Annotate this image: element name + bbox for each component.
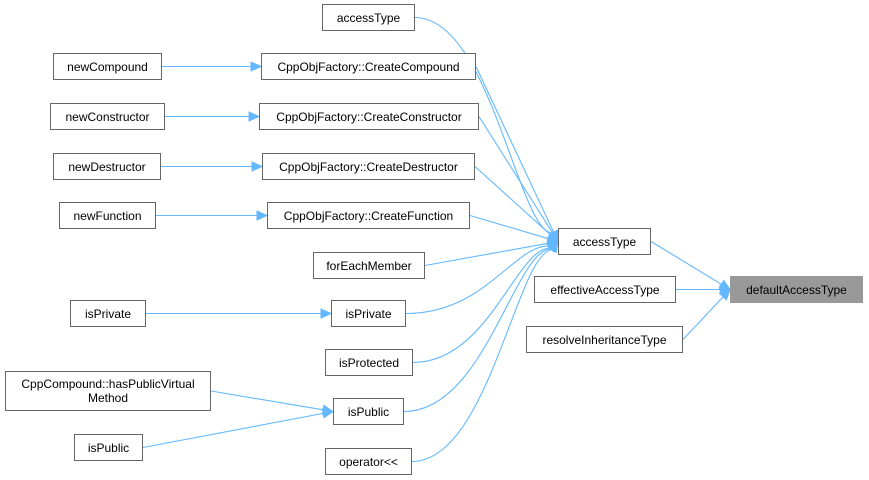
edge-create_constructor-to-access_type_main bbox=[478, 116, 554, 234]
node-create-destructor[interactable]: CppObjFactory::CreateDestructor bbox=[262, 153, 475, 180]
arrowhead-new_destructor-to-create_destructor bbox=[251, 161, 264, 172]
node-is-public-mid[interactable]: isPublic bbox=[333, 398, 404, 425]
node-new-constructor[interactable]: newConstructor bbox=[50, 103, 165, 130]
edge-is_protected-to-access_type_main bbox=[412, 247, 551, 364]
edge-is_public_left-to-is_public_mid bbox=[142, 412, 324, 449]
node-effective-access-type[interactable]: effectiveAccessType bbox=[534, 276, 676, 303]
arrowhead-is_public_left-to-is_public_mid bbox=[321, 408, 335, 419]
arrowhead-resolve_inheritance_type-to-default_access_type bbox=[718, 288, 731, 301]
node-is-public-left[interactable]: isPublic bbox=[74, 434, 143, 461]
arrowhead-new_compound-to-create_compound bbox=[250, 61, 263, 72]
node-new-function[interactable]: newFunction bbox=[59, 202, 156, 229]
edge-access_type_main-to-default_access_type bbox=[650, 241, 722, 285]
arrowhead-operator_ltlt-to-access_type_main bbox=[547, 240, 559, 254]
edge-is_private_mid-to-access_type_main bbox=[405, 245, 549, 315]
node-create-compound[interactable]: CppObjFactory::CreateCompound bbox=[261, 53, 476, 80]
edge-has_public_virtual_method-to-is_public_mid bbox=[210, 390, 324, 411]
arrowhead-is_private_left-to-is_private_mid bbox=[320, 308, 333, 319]
node-resolve-inheritance-type[interactable]: resolveInheritanceType bbox=[526, 326, 683, 353]
node-operator-ltlt[interactable]: operator<< bbox=[325, 448, 412, 475]
edge-create_function-to-access_type_main bbox=[469, 214, 549, 240]
edge-resolve_inheritance_type-to-default_access_type bbox=[682, 296, 724, 340]
node-is-private-mid[interactable]: isPrivate bbox=[331, 300, 406, 327]
edge-operator_ltlt-to-access_type_main bbox=[411, 249, 553, 463]
node-access-type-top[interactable]: accessType bbox=[322, 4, 415, 31]
edge-access_type_top-to-access_type_main bbox=[414, 16, 553, 234]
edge-for_each_member-to-access_type_main bbox=[424, 242, 549, 267]
edge-create_destructor-to-access_type_main bbox=[474, 166, 551, 236]
node-default-access-type: defaultAccessType bbox=[730, 276, 863, 303]
node-create-function[interactable]: CppObjFactory::CreateFunction bbox=[267, 202, 470, 229]
node-for-each-member[interactable]: forEachMember bbox=[313, 252, 425, 279]
edge-is_public_mid-to-access_type_main bbox=[403, 248, 552, 413]
node-access-type-main[interactable]: accessType bbox=[558, 228, 651, 255]
node-has-public-virtual-method[interactable]: CppCompound::hasPublicVirtual Method bbox=[5, 371, 211, 411]
arrowhead-new_function-to-create_function bbox=[256, 210, 269, 221]
edge-create_compound-to-access_type_main bbox=[475, 66, 555, 233]
node-new-destructor[interactable]: newDestructor bbox=[53, 153, 161, 180]
node-is-private-left[interactable]: isPrivate bbox=[70, 300, 146, 327]
node-is-protected[interactable]: isProtected bbox=[325, 349, 413, 376]
arrowhead-new_constructor-to-create_constructor bbox=[248, 111, 261, 122]
node-create-constructor[interactable]: CppObjFactory::CreateConstructor bbox=[259, 103, 479, 130]
node-new-compound[interactable]: newCompound bbox=[53, 53, 162, 80]
